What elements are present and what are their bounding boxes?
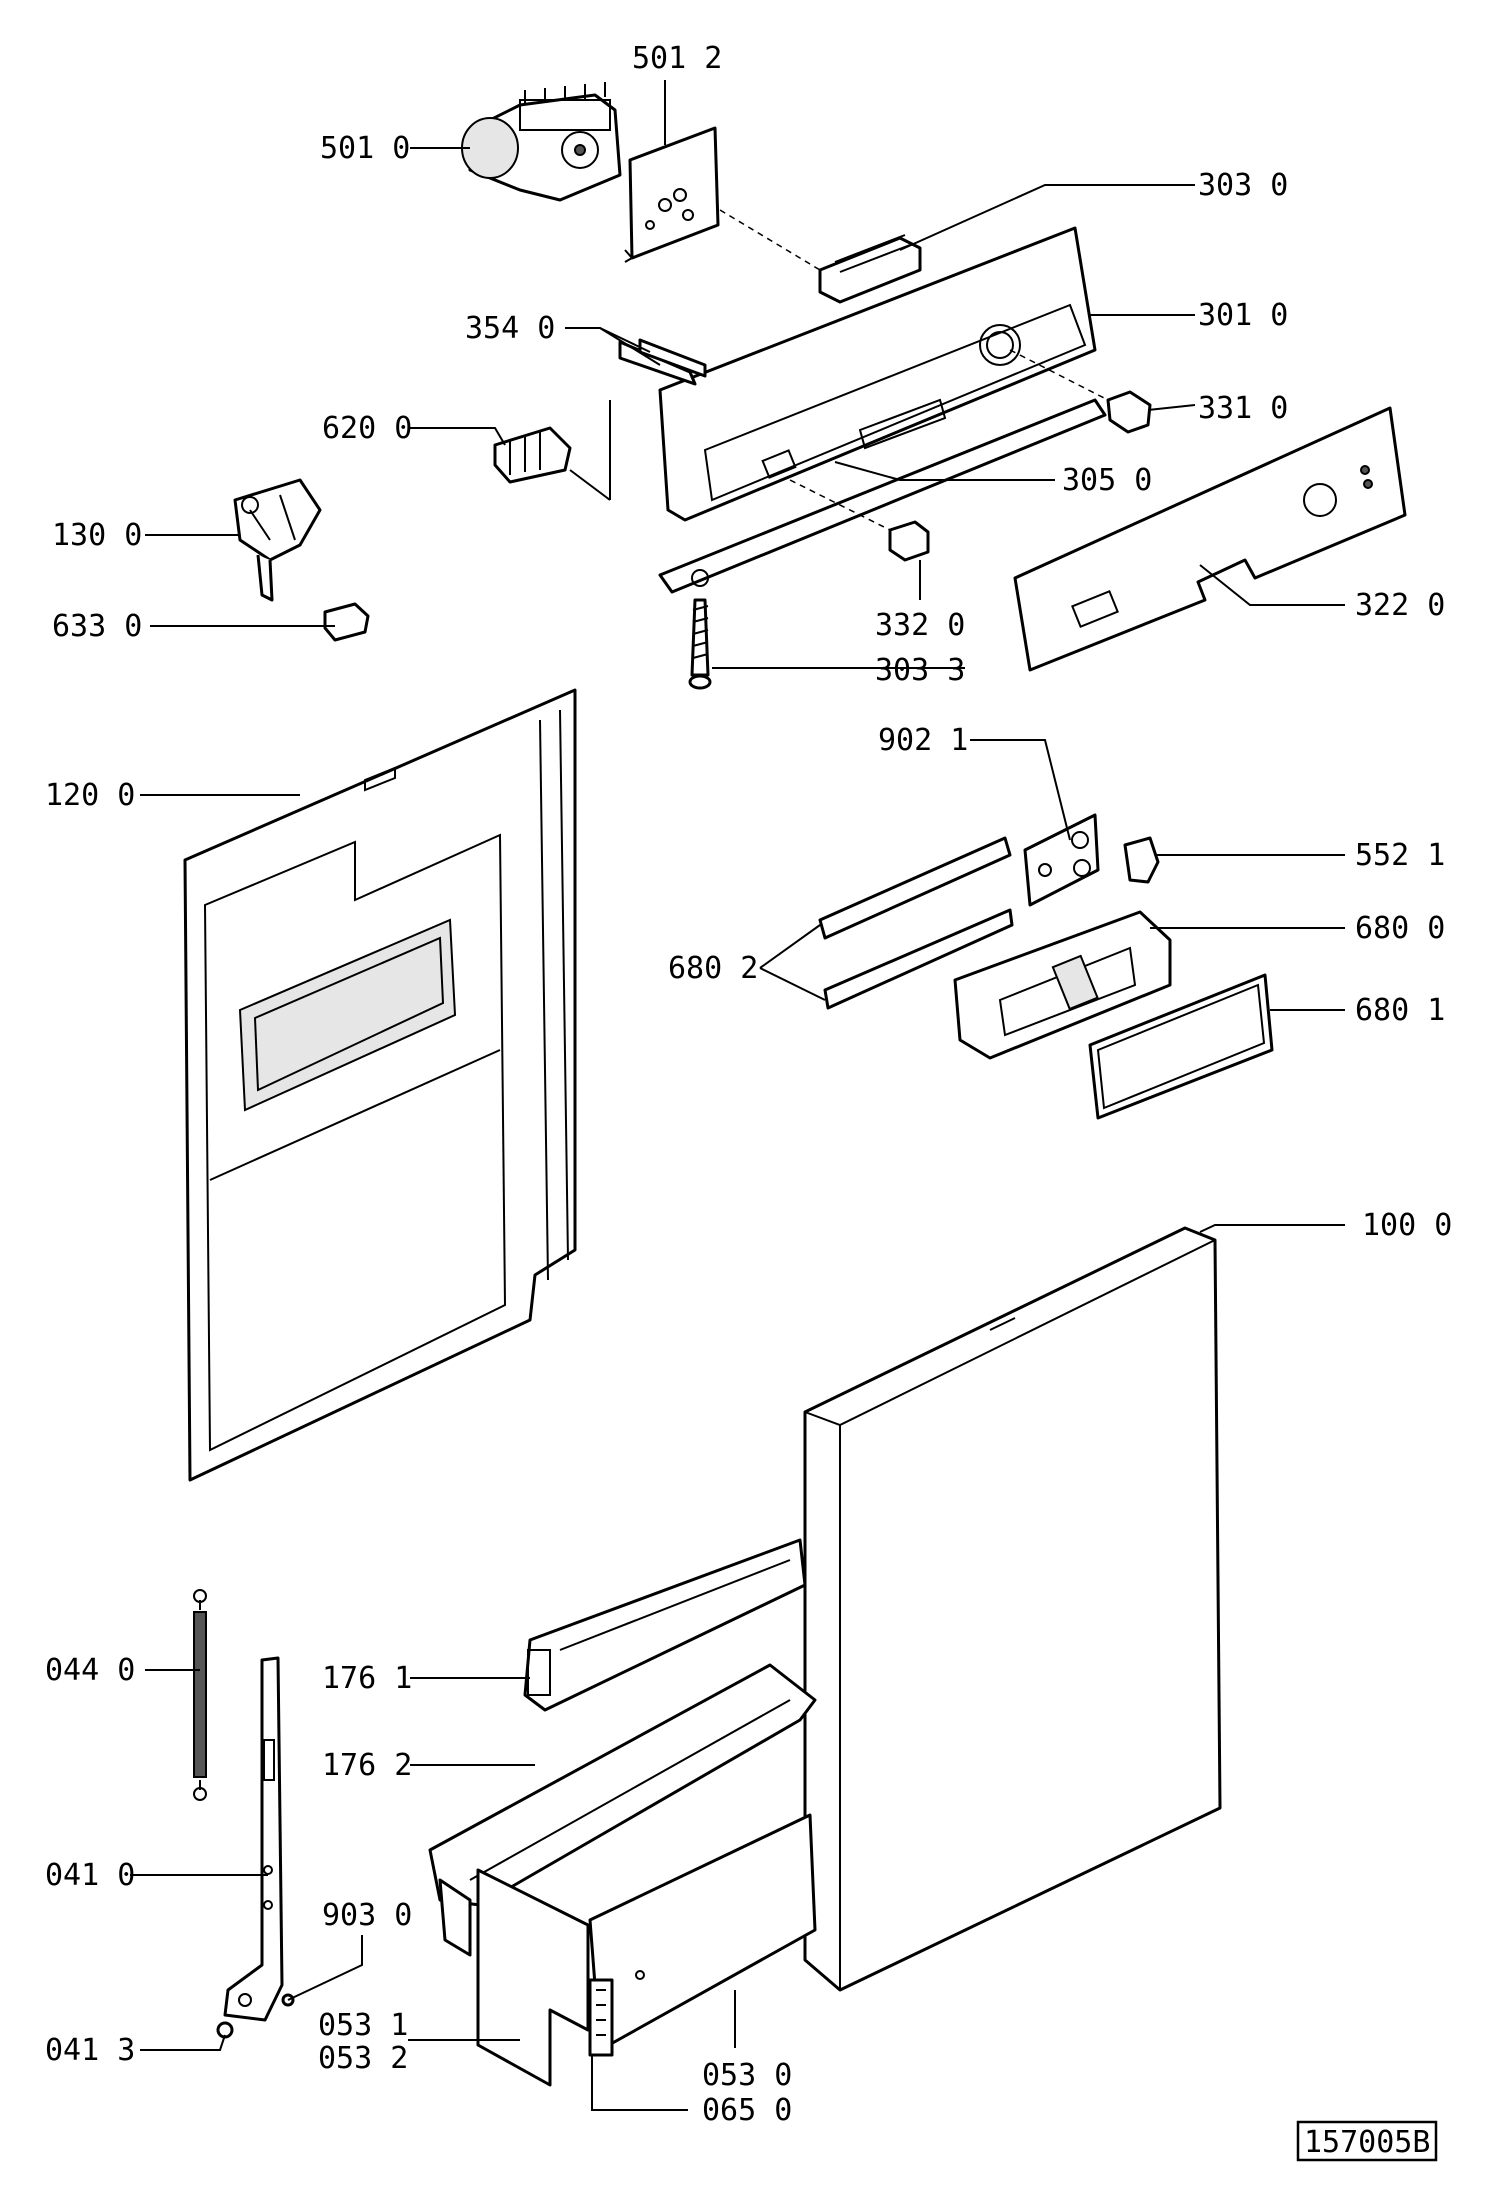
label-501-0: 501 0: [320, 131, 410, 166]
label-065-0: 065 0: [702, 2093, 792, 2128]
part-knob-331-0: [1106, 390, 1152, 434]
label-041-0: 041 0: [45, 1858, 135, 1893]
part-sideplate-053-1: [476, 1868, 590, 2087]
part-button-303-0: [818, 234, 922, 304]
part-spring-044-0: [193, 1589, 207, 1801]
label-176-2: 176 2: [322, 1748, 412, 1783]
part-block-633-0: [323, 602, 370, 642]
label-354-0: 354 0: [465, 311, 555, 346]
part-pins-354-0: [618, 338, 707, 386]
part-strip-305-0: [658, 398, 1107, 594]
label-620-0: 620 0: [322, 411, 412, 446]
part-rails-680-2: [818, 836, 1014, 1010]
label-303-3: 303 3: [875, 653, 965, 688]
part-decal-322-0: [1013, 406, 1407, 672]
label-053-2: 053 2: [318, 2041, 408, 2076]
part-button-332-0: [888, 520, 930, 562]
label-332-0: 332 0: [875, 608, 965, 643]
part-inner-door-120-0: [183, 688, 577, 1482]
label-552-1: 552 1: [1355, 838, 1445, 873]
label-680-1: 680 1: [1355, 993, 1445, 1028]
label-903-0: 903 0: [322, 1898, 412, 1933]
label-176-1: 176 1: [322, 1661, 412, 1696]
label-044-0: 044 0: [45, 1653, 135, 1688]
assembly-line: [1009, 349, 1109, 401]
label-633-0: 633 0: [52, 609, 142, 644]
assembly-line: [719, 209, 821, 271]
part-labels: 501 2 501 0 303 0 301 0 354 0 331 0 620 …: [45, 41, 1452, 2128]
part-timer-501-0: [461, 82, 622, 202]
label-331-0: 331 0: [1198, 391, 1288, 426]
part-plate-501-2: [624, 126, 720, 263]
part-switch-620-0: [493, 426, 572, 484]
label-130-0: 130 0: [52, 518, 142, 553]
leader-lines: [130, 80, 1345, 2111]
label-680-0: 680 0: [1355, 911, 1445, 946]
label-322-0: 322 0: [1355, 588, 1445, 623]
part-hinge-065-0: [588, 1978, 614, 2057]
assembly-line: [569, 400, 611, 501]
part-plug-552-1: [1123, 836, 1160, 884]
label-120-0: 120 0: [45, 778, 135, 813]
label-902-1: 902 1: [878, 723, 968, 758]
label-680-2: 680 2: [668, 951, 758, 986]
label-501-2: 501 2: [632, 41, 722, 76]
label-053-0: 053 0: [702, 2058, 792, 2093]
label-303-0: 303 0: [1198, 168, 1288, 203]
part-hinge-arm-041-0: [223, 1656, 284, 2022]
part-outer-door-100-0: [803, 1226, 1222, 1992]
drawing-reference: 157005B: [1296, 2120, 1438, 2162]
label-041-3: 041 3: [45, 2033, 135, 2068]
part-dispenser-680-0: [953, 910, 1172, 1060]
assembly-line: [789, 479, 891, 531]
label-100-0: 100 0: [1362, 1208, 1452, 1243]
part-screw-041-3: [216, 2021, 234, 2039]
label-305-0: 305 0: [1062, 463, 1152, 498]
part-fascia-301-0: [658, 226, 1097, 522]
drawing-reference-number: 157005B: [1304, 2125, 1430, 2160]
part-lock-130-0: [233, 478, 322, 602]
part-trim-176-2: [428, 1663, 817, 1957]
label-053-1: 053 1: [318, 2008, 408, 2043]
part-rail-176-1: [523, 1538, 807, 1712]
part-gasket-680-1: [1088, 973, 1274, 1120]
label-301-0: 301 0: [1198, 298, 1288, 333]
part-screw-303-3: [688, 598, 712, 690]
part-kickplate-053-0: [588, 1813, 817, 2052]
part-bracket-902-1: [1023, 813, 1100, 907]
